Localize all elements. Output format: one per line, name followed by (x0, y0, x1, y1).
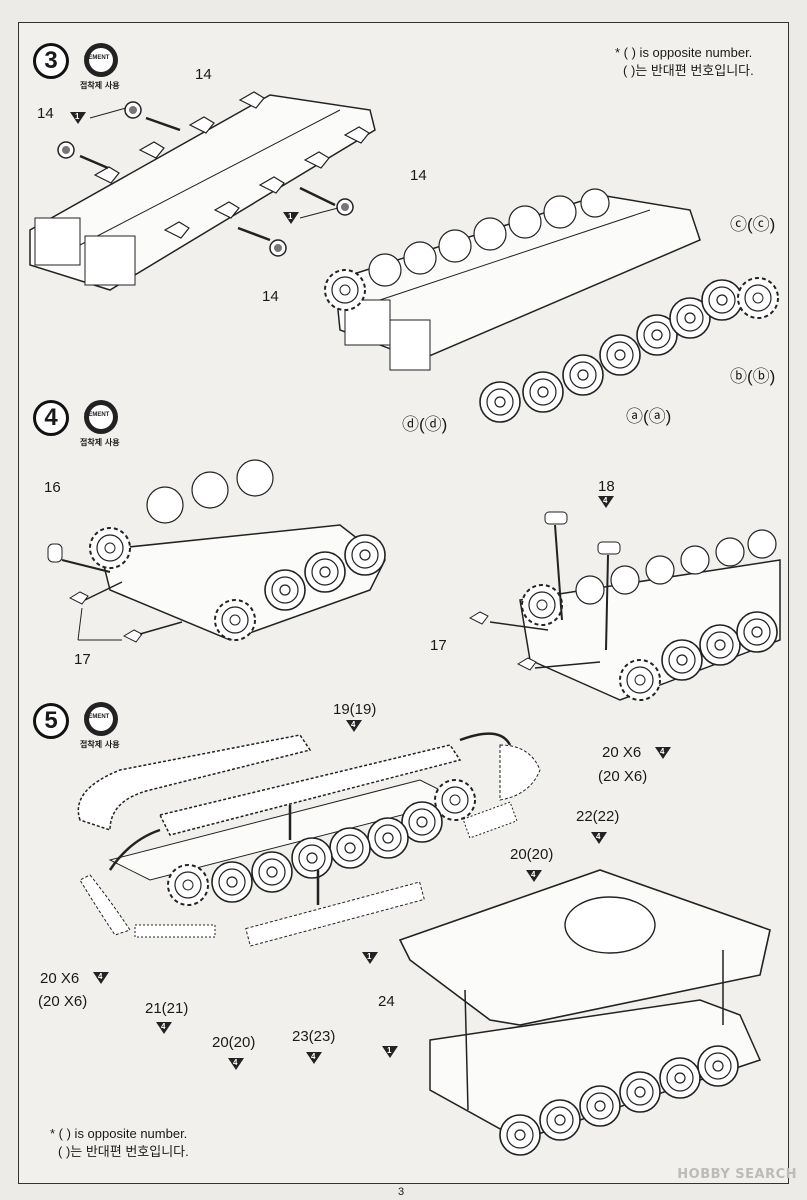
note-en-bottom: * ( ) is opposite number. (50, 1126, 188, 1141)
cement-label: CEMENT (84, 55, 110, 61)
cement-icon (84, 702, 118, 736)
step-ref-triangle: 4 (156, 1022, 172, 1034)
watermark: HOBBY SEARCH (677, 1167, 797, 1182)
step-ref-triangle: 1 (70, 112, 86, 124)
part-label-19: 19(19) (333, 701, 377, 718)
step-ref-triangle: 4 (228, 1058, 244, 1070)
step4-hull-right (468, 511, 781, 701)
note-ko-top: ( )는 반대편 번호입니다. (623, 63, 754, 78)
part-label-20x6-sub: (20 X6) (598, 768, 648, 785)
part-label-22: 22(22) (576, 808, 620, 825)
part-label-20: 20(20) (510, 846, 554, 863)
step-ref-triangle: 4 (598, 496, 614, 508)
cement-caption: 접착제 사용 (80, 740, 120, 749)
step-ref-triangle: 1 (283, 212, 299, 224)
step-number-4: 4 (33, 400, 69, 436)
cement-caption: 접착제 사용 (80, 438, 120, 447)
part-label-21: 21(21) (145, 1000, 189, 1017)
part-label-20x6: 20 X6 (40, 970, 80, 987)
step4-hull-left (47, 459, 386, 643)
step-ref-triangle: 4 (526, 870, 542, 882)
step-ref-triangle: 4 (93, 972, 109, 984)
step-ref-triangle: 1 (382, 1046, 398, 1058)
part-label-17: 17 (74, 651, 91, 668)
cement-icon (84, 43, 118, 77)
step-number-3: 3 (33, 43, 69, 79)
step3-hull-right (324, 188, 779, 423)
cement-label: CEMENT (84, 714, 110, 720)
part-label-14: 14 (410, 167, 427, 184)
wheel-label-d: ⓓ(ⓓ) (402, 415, 448, 434)
page-number: 3 (398, 1186, 405, 1198)
step3-hull-left (29, 91, 376, 291)
step-ref-triangle: 4 (591, 832, 607, 844)
part-label-17: 17 (430, 637, 447, 654)
step-ref-triangle: 4 (346, 720, 362, 732)
part-label-24: 24 (378, 993, 395, 1010)
step-ref-triangle: 4 (306, 1052, 322, 1064)
part-label-20x6: 20 X6 (602, 744, 642, 761)
cement-caption: 접착제 사용 (80, 81, 120, 90)
cement-icon (84, 400, 118, 434)
step5-upper-hull (398, 869, 771, 1156)
wheel-label-c: ⓒ(ⓒ) (730, 215, 776, 234)
part-label-23: 23(23) (292, 1028, 336, 1045)
part-label-14: 14 (195, 66, 212, 83)
part-label-18: 18 (598, 478, 615, 495)
step-ref-triangle: 1 (362, 952, 378, 964)
note-ko-bottom: ( )는 반대편 번호입니다. (58, 1144, 189, 1159)
wheel-label-b: ⓑ(ⓑ) (730, 367, 776, 386)
wheel-label-a: ⓐ(ⓐ) (626, 407, 672, 426)
step-number-5: 5 (33, 703, 69, 739)
part-label-16: 16 (44, 479, 61, 496)
step-ref-triangle: 4 (655, 747, 671, 759)
part-label-20: 20(20) (212, 1034, 256, 1051)
cement-label: CEMENT (84, 412, 110, 418)
part-label-20x6-sub: (20 X6) (38, 993, 88, 1010)
part-label-14: 14 (37, 105, 54, 122)
note-en-top: * ( ) is opposite number. (615, 45, 753, 60)
part-label-14: 14 (262, 288, 279, 305)
step5-track-assembly (77, 732, 541, 947)
